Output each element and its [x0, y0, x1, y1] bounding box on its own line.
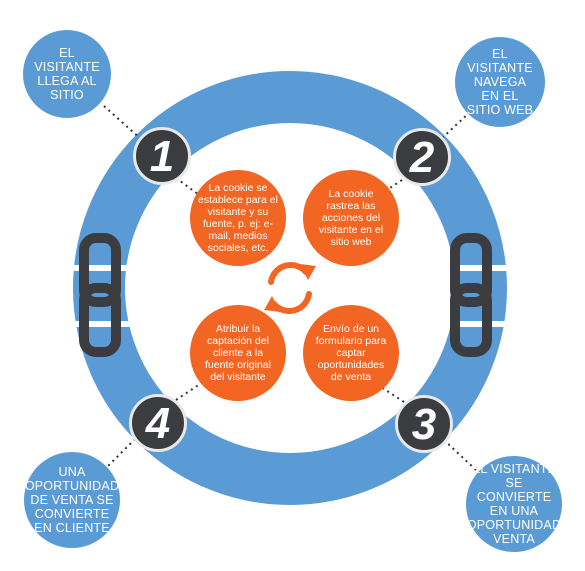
step-number-1: 1 [133, 127, 191, 185]
step-number-4: 4 [129, 394, 187, 452]
connector-outer-3 [443, 439, 477, 471]
outer-bubble-2: EL VISITANTE NAVEGA EN EL SITIO WEB [455, 37, 545, 127]
outer-bubble-2-text: EL VISITANTE NAVEGA EN EL SITIO WEB [466, 47, 534, 117]
outer-bubble-4: UNA OPORTUNIDAD DE VENTA SE CONVIERTE EN… [24, 452, 120, 548]
step-number-2-label: 2 [409, 133, 435, 182]
connector-inner-4 [175, 383, 201, 401]
outer-bubble-1: EL VISITANTE LLEGA AL SITIO [23, 30, 111, 118]
inner-bubble-3: Envío de un formulario para captar oport… [303, 305, 399, 401]
inner-bubble-1-text: La cookie se establece para el visitante… [198, 182, 278, 254]
connector-outer-1 [103, 105, 143, 141]
connector-outer-4 [103, 439, 135, 471]
outer-bubble-3: EL VISITANTE SE CONVIERTE EN UNA OPORTUN… [466, 456, 562, 552]
inner-bubble-2-text: La cookie rastrea las acciones del visit… [318, 188, 384, 248]
step-number-3: 3 [395, 395, 453, 453]
ring-gap-left-bottom [60, 321, 142, 327]
step-number-4-label: 4 [145, 399, 171, 448]
chain-link-icon [450, 233, 492, 357]
chain-link-icon [79, 233, 121, 357]
inner-bubble-2: La cookie rastrea las acciones del visit… [303, 170, 399, 266]
inner-bubble-1: La cookie se establece para el visitante… [190, 170, 286, 266]
step-number-3-label: 3 [411, 400, 437, 449]
ring-gap-left-top [60, 265, 142, 271]
ring-gap-right-bottom [440, 321, 522, 327]
inner-bubble-3-text: Envío de un formulario para captar oport… [315, 323, 387, 383]
inner-bubble-4-text: Atribuir la captación del cliente a la f… [205, 323, 271, 383]
step-number-2: 2 [393, 128, 451, 186]
outer-bubble-1-text: EL VISITANTE LLEGA AL SITIO [34, 46, 100, 102]
connector-outer-2 [439, 111, 471, 141]
step-number-1-label: 1 [149, 132, 175, 181]
refresh-cycle-icon [268, 261, 312, 315]
outer-bubble-4-text: UNA OPORTUNIDAD DE VENTA SE CONVIERTE EN… [24, 465, 120, 535]
ring-gap-right-top [440, 265, 522, 271]
outer-bubble-3-text: EL VISITANTE SE CONVIERTE EN UNA OPORTUN… [466, 462, 562, 546]
inner-bubble-4: Atribuir la captación del cliente a la f… [190, 305, 286, 401]
refresh-arrowheads [264, 264, 316, 312]
